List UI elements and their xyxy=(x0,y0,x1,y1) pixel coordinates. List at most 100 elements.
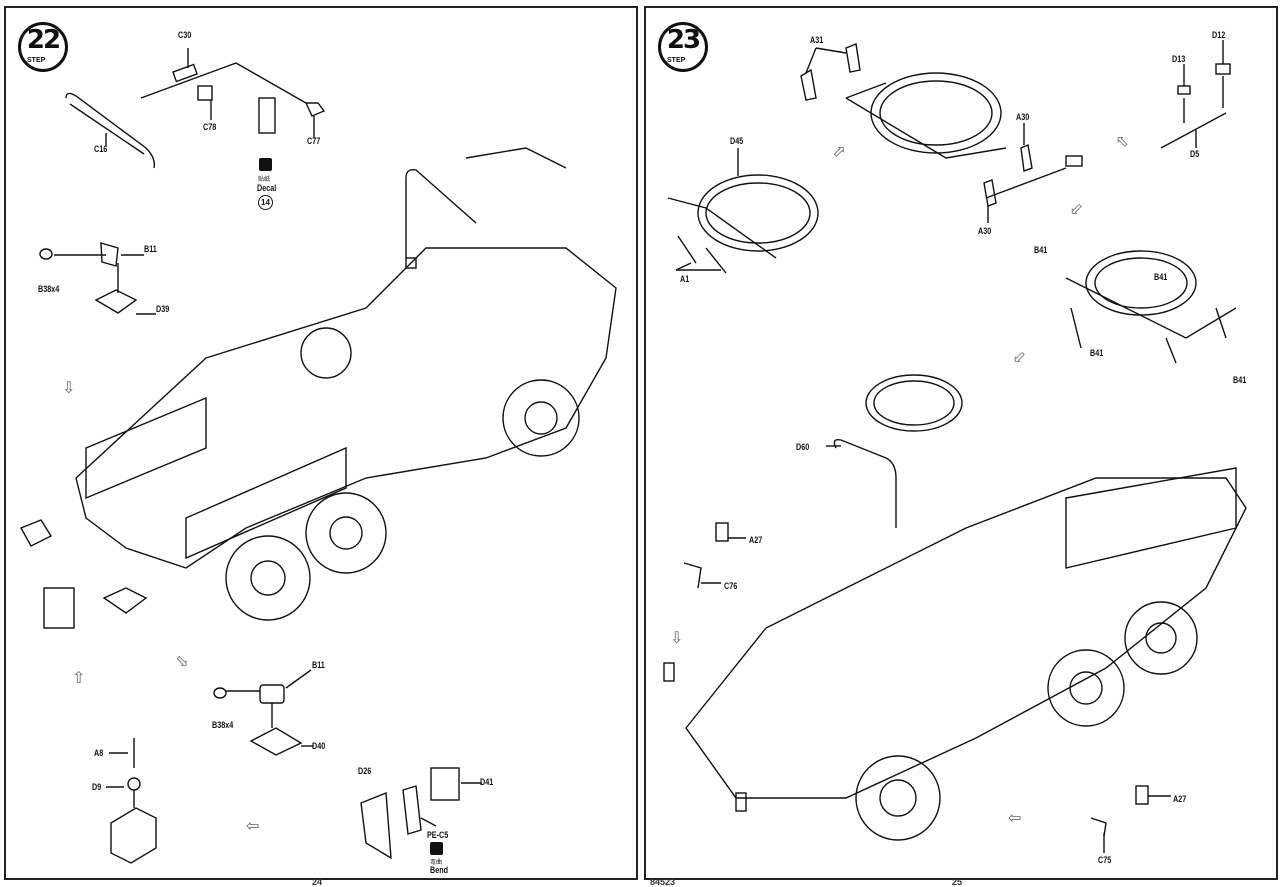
part-label-b11: B11 xyxy=(144,244,157,254)
part-c30 xyxy=(140,62,307,104)
part-d13 xyxy=(1177,85,1191,95)
part-label-a31: A31 xyxy=(810,35,824,45)
part-a1 xyxy=(705,247,727,274)
part-a30 xyxy=(1020,144,1033,172)
instruction-page-left: 22 STEP xyxy=(4,6,638,880)
part-label-pe-c5: PE-C5 xyxy=(427,830,449,840)
part-c76 xyxy=(683,562,702,589)
jerrycan-rack xyxy=(85,396,207,500)
part-label-d12: D12 xyxy=(1212,30,1226,40)
part-d12 xyxy=(1215,63,1231,75)
step-badge: 23 STEP xyxy=(658,22,708,72)
bend-label-cn: 弯曲 xyxy=(430,860,443,866)
wheel xyxy=(300,327,352,379)
part-label-a27: A27 xyxy=(749,535,763,545)
part-d9 xyxy=(127,777,141,791)
part-d5 xyxy=(1160,112,1227,149)
part-ring xyxy=(870,72,1002,154)
step-word: STEP xyxy=(27,57,46,64)
decal-label-cn: 贴纸 xyxy=(258,177,271,183)
part-label-b38: B38x4 xyxy=(38,284,60,294)
part-label-c16: C16 xyxy=(94,144,108,154)
vehicle-body xyxy=(685,477,1247,799)
part-c16 xyxy=(65,92,156,169)
jerrycan-rack xyxy=(1065,467,1237,569)
part-c75 xyxy=(1090,817,1107,837)
part-label-d13: D13 xyxy=(1172,54,1186,64)
step-number: 22 xyxy=(26,25,61,55)
step-badge: 22 STEP xyxy=(18,22,68,72)
direction-arrow-icon: ⇦ xyxy=(1008,810,1022,827)
decal-icon xyxy=(259,158,272,171)
part-label-d60: D60 xyxy=(796,442,810,452)
direction-arrow-icon: ⇩ xyxy=(62,380,76,397)
decal-number: 14 xyxy=(258,195,273,210)
part-box xyxy=(1065,155,1083,167)
part-lamp xyxy=(20,519,53,547)
step-word: STEP xyxy=(667,57,686,64)
part-b38 xyxy=(39,248,53,260)
wheel xyxy=(855,755,941,841)
part-label-b41: B41 xyxy=(1154,272,1168,282)
part-b38 xyxy=(213,687,227,699)
bend-icon xyxy=(430,842,443,855)
part-label-a1: A1 xyxy=(680,274,690,284)
part-decal-target xyxy=(258,97,276,134)
part-label-b41: B41 xyxy=(1233,375,1247,385)
wheel xyxy=(225,535,311,621)
part-label-d41: D41 xyxy=(480,777,494,787)
part-d39 xyxy=(94,289,138,314)
part-mirror xyxy=(735,792,747,812)
part-ring xyxy=(865,374,963,432)
part-a30 xyxy=(983,179,997,207)
assembly-drawing-step-22 xyxy=(20,48,617,864)
part-pe-c5 xyxy=(402,785,422,835)
part-label-c77: C77 xyxy=(307,136,321,146)
part-label-b41: B41 xyxy=(1034,245,1048,255)
part-d40 xyxy=(249,727,303,756)
part-label-b11: B11 xyxy=(312,660,325,670)
part-tow-block xyxy=(102,587,148,614)
part-a27 xyxy=(1135,785,1149,805)
direction-arrow-icon: ⇦ xyxy=(246,818,260,835)
instruction-page-right: 23 STEP xyxy=(644,6,1278,880)
part-ring xyxy=(1085,250,1197,316)
part-light-housing xyxy=(110,807,157,864)
decal-label: Decal xyxy=(257,183,277,193)
vehicle-body xyxy=(75,247,617,569)
part-label-d45: D45 xyxy=(730,136,744,146)
part-d41 xyxy=(430,767,460,801)
direction-arrow-icon: ⇧ xyxy=(72,670,86,687)
part-roll-bar xyxy=(405,168,477,258)
part-label-d39: D39 xyxy=(156,304,170,314)
bend-label: Bend xyxy=(430,865,448,875)
part-label-c76: C76 xyxy=(724,581,738,591)
page-code: 84523 xyxy=(650,877,676,887)
part-a1 xyxy=(677,235,697,264)
part-label-a27: A27 xyxy=(1173,794,1187,804)
wheel xyxy=(1124,601,1198,675)
page-number-left: 24 xyxy=(312,877,323,887)
page-number-right: 25 xyxy=(952,877,963,887)
part-mirror xyxy=(663,662,675,682)
part-light-box xyxy=(43,587,75,629)
part-label-d26: D26 xyxy=(358,766,372,776)
wheel xyxy=(305,492,387,574)
part-label-c75: C75 xyxy=(1098,855,1112,865)
part-label-b38: B38x4 xyxy=(212,720,234,730)
part-d45 xyxy=(697,174,819,252)
wheel xyxy=(502,379,580,457)
direction-arrow-icon: ⇩ xyxy=(670,630,684,647)
part-label-c30: C30 xyxy=(178,30,192,40)
assembly-drawing-step-23 xyxy=(663,40,1247,853)
part-d60 xyxy=(833,438,897,528)
part-bar-top xyxy=(465,147,567,169)
wheel xyxy=(1047,649,1125,727)
part-a31 xyxy=(845,43,861,73)
part-b11 xyxy=(259,684,285,704)
part-a27 xyxy=(715,522,729,542)
part-label-a30: A30 xyxy=(978,226,992,236)
part-d26 xyxy=(360,791,392,860)
part-label-d9: D9 xyxy=(92,782,102,792)
part-c77 xyxy=(304,102,326,117)
